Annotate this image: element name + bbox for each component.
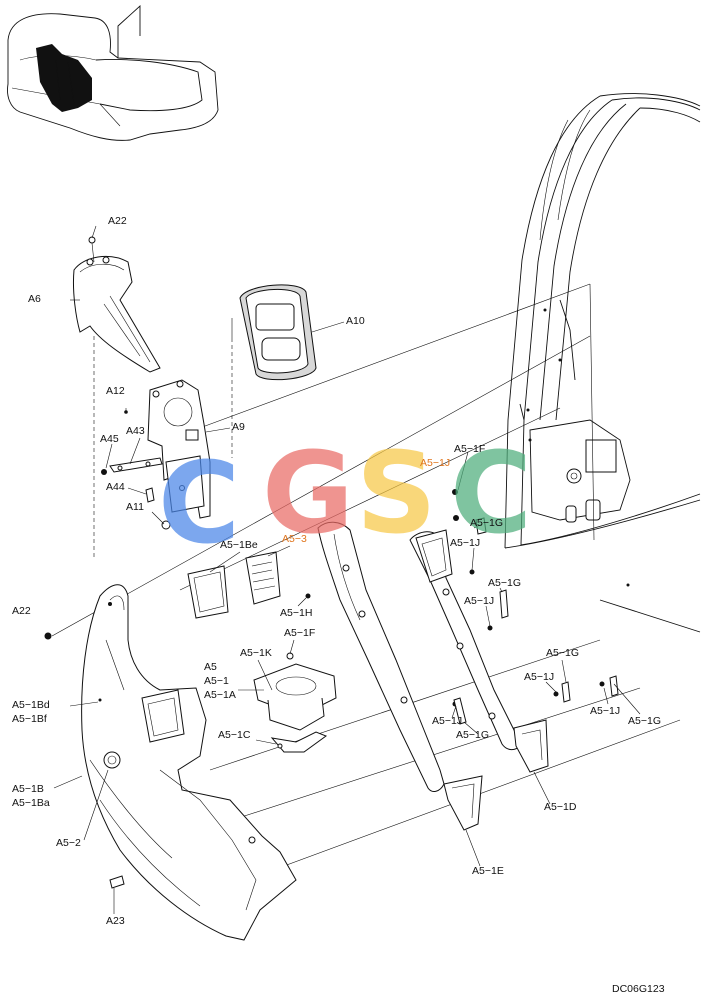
cab-door-frame — [504, 93, 701, 633]
label-a43: A43 — [126, 425, 145, 437]
drawing-code: DC06G123 — [612, 983, 665, 995]
label-a23: A23 — [106, 915, 125, 927]
label-a5-1e: A5−1E — [472, 865, 504, 877]
part-a5-3-vent — [245, 551, 281, 605]
label-a5-1d: A5−1D — [544, 801, 577, 813]
watermark-letter-s: S — [356, 429, 437, 559]
label-a5-1bf: A5−1Bf — [12, 713, 47, 725]
label-a5-1a: A5−1A — [204, 689, 236, 701]
label-a5-1ba: A5−1Ba — [12, 797, 50, 809]
label-a22-left: A22 — [12, 605, 31, 617]
label-a9: A9 — [232, 421, 245, 433]
label-a5-3: A5−3 — [282, 533, 307, 545]
label-a45: A45 — [100, 433, 119, 445]
label-a12: A12 — [106, 385, 125, 397]
part-a5-1e-pillar — [317, 521, 483, 831]
label-a5-1c: A5−1C — [218, 729, 251, 741]
label-a5-1g-5: A5−1G — [456, 729, 489, 741]
watermark-letter-g: G — [262, 429, 354, 559]
label-a5-1j-4: A5−1J — [524, 671, 554, 683]
label-leaders — [53, 225, 641, 914]
label-a5-1: A5−1 — [204, 675, 229, 687]
part-a5-1d-pillar — [409, 529, 549, 773]
part-a5-cup-holder — [253, 652, 337, 731]
label-a5-1g-2: A5−1G — [488, 577, 521, 589]
label-a5-1j-6: A5−1J — [432, 715, 462, 727]
label-a6: A6 — [28, 293, 41, 305]
label-a44: A44 — [106, 481, 125, 493]
label-a5-1j-2: A5−1J — [450, 537, 480, 549]
label-a11: A11 — [126, 501, 144, 513]
part-a6-upper-cover — [73, 236, 161, 373]
label-a5-1j-1: A5−1J — [420, 457, 450, 469]
label-a5-2: A5−2 — [56, 837, 81, 849]
label-a22-top: A22 — [108, 215, 127, 227]
inset-cab-thumbnail — [7, 4, 219, 141]
label-a5-1j-3: A5−1J — [464, 595, 494, 607]
label-a5-1f-top: A5−1F — [454, 443, 485, 455]
label-a5-1g-3: A5−1G — [546, 647, 579, 659]
part-a9-bracket — [124, 379, 211, 530]
part-a10-pad — [239, 284, 317, 381]
label-a5-1f-mid: A5−1F — [284, 627, 315, 639]
small-fasteners-a43-a45 — [101, 457, 163, 503]
label-a10: A10 — [346, 315, 365, 327]
label-a5-1h: A5−1H — [280, 607, 312, 619]
watermark-letter-c1: C — [158, 439, 240, 569]
label-a5-1be: A5−1Be — [220, 539, 258, 551]
label-a5-1b: A5−1B — [12, 783, 44, 795]
watermark-letter-c2: C — [450, 429, 532, 559]
cgsc-watermark: C G S C — [158, 429, 532, 569]
label-a5-1g-4: A5−1G — [628, 715, 661, 727]
label-a5-1bd: A5−1Bd — [12, 699, 50, 711]
label-a5: A5 — [204, 661, 217, 673]
part-a5-1be-plate — [187, 565, 229, 619]
part-a5-1c-bracket — [270, 731, 328, 753]
label-a5-1g-1: A5−1G — [470, 517, 503, 529]
label-a5-1j-5: A5−1J — [590, 705, 620, 717]
fastener-screws — [44, 489, 619, 889]
part-a5-1b-front-cover — [81, 584, 297, 941]
part-labels: A22 A6 A10 A12 A9 A43 A45 A44 A11 A22 A5… — [12, 215, 665, 995]
label-a5-1k: A5−1K — [240, 647, 272, 659]
leader-lines — [51, 283, 681, 881]
